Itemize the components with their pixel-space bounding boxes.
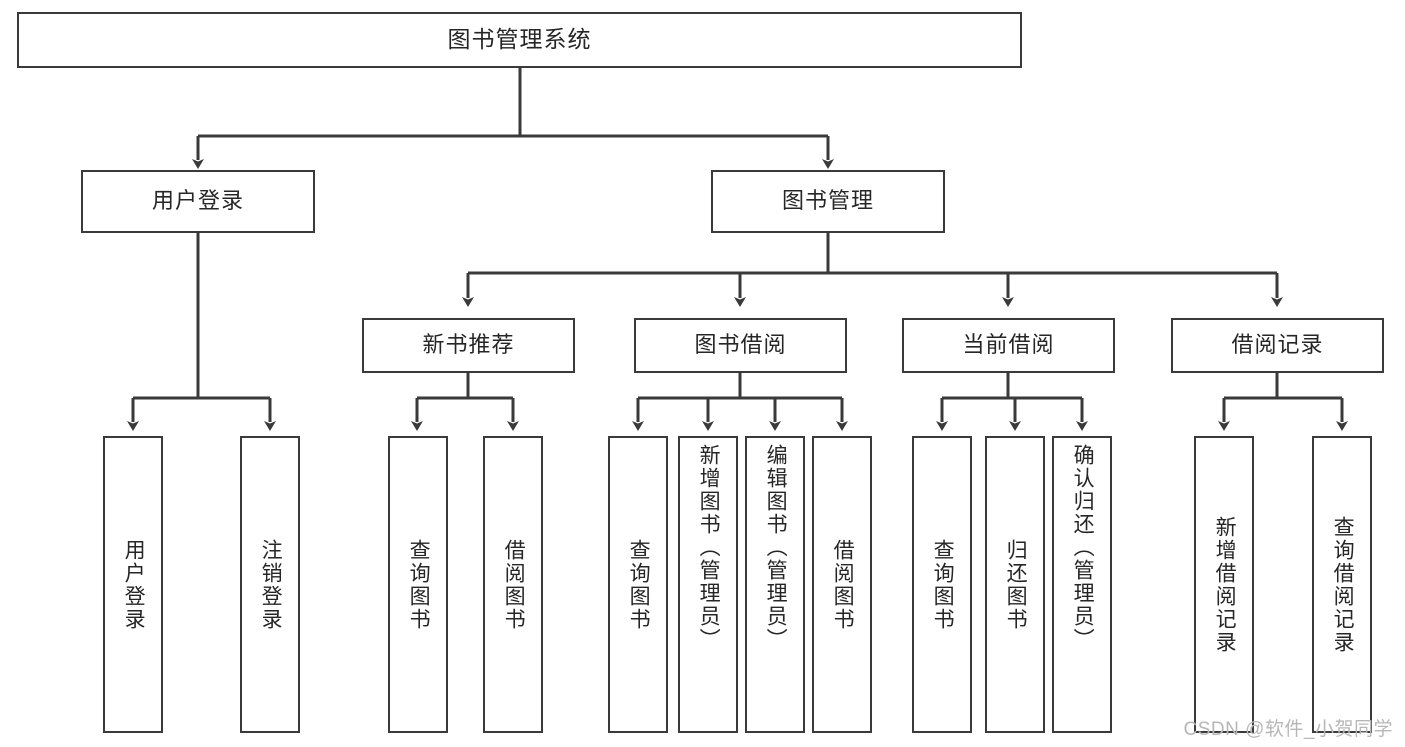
leaf-return-book[interactable]: 归还图书 (985, 436, 1045, 733)
leaf-confirm-return-admin[interactable]: 确认归还（管理员） (1052, 436, 1112, 733)
leaf-logout[interactable]: 注销登录 (240, 436, 300, 733)
leaf-query-borrow-record[interactable]: 查询借阅记录 (1312, 436, 1372, 733)
leaf-borrow-book-recommend[interactable]: 借阅图书 (483, 436, 543, 733)
leaf-add-book-admin[interactable]: 新增图书（管理员） (678, 436, 738, 733)
node-current-borrow[interactable]: 当前借阅 (902, 318, 1115, 373)
leaf-borrow-book[interactable]: 借阅图书 (812, 436, 872, 733)
leaf-user-login[interactable]: 用户登录 (103, 436, 163, 733)
leaf-query-book-borrow[interactable]: 查询图书 (608, 436, 668, 733)
node-user-login[interactable]: 用户登录 (81, 170, 315, 233)
node-root-system[interactable]: 图书管理系统 (17, 12, 1022, 68)
leaf-query-book-current[interactable]: 查询图书 (912, 436, 972, 733)
node-book-management[interactable]: 图书管理 (711, 170, 945, 233)
node-new-book-recommend[interactable]: 新书推荐 (362, 318, 575, 373)
node-borrow-record[interactable]: 借阅记录 (1171, 318, 1384, 373)
leaf-query-book-recommend[interactable]: 查询图书 (388, 436, 448, 733)
leaf-add-borrow-record[interactable]: 新增借阅记录 (1194, 436, 1254, 733)
leaf-edit-book-admin[interactable]: 编辑图书（管理员） (745, 436, 805, 733)
node-book-borrow[interactable]: 图书借阅 (634, 318, 847, 373)
